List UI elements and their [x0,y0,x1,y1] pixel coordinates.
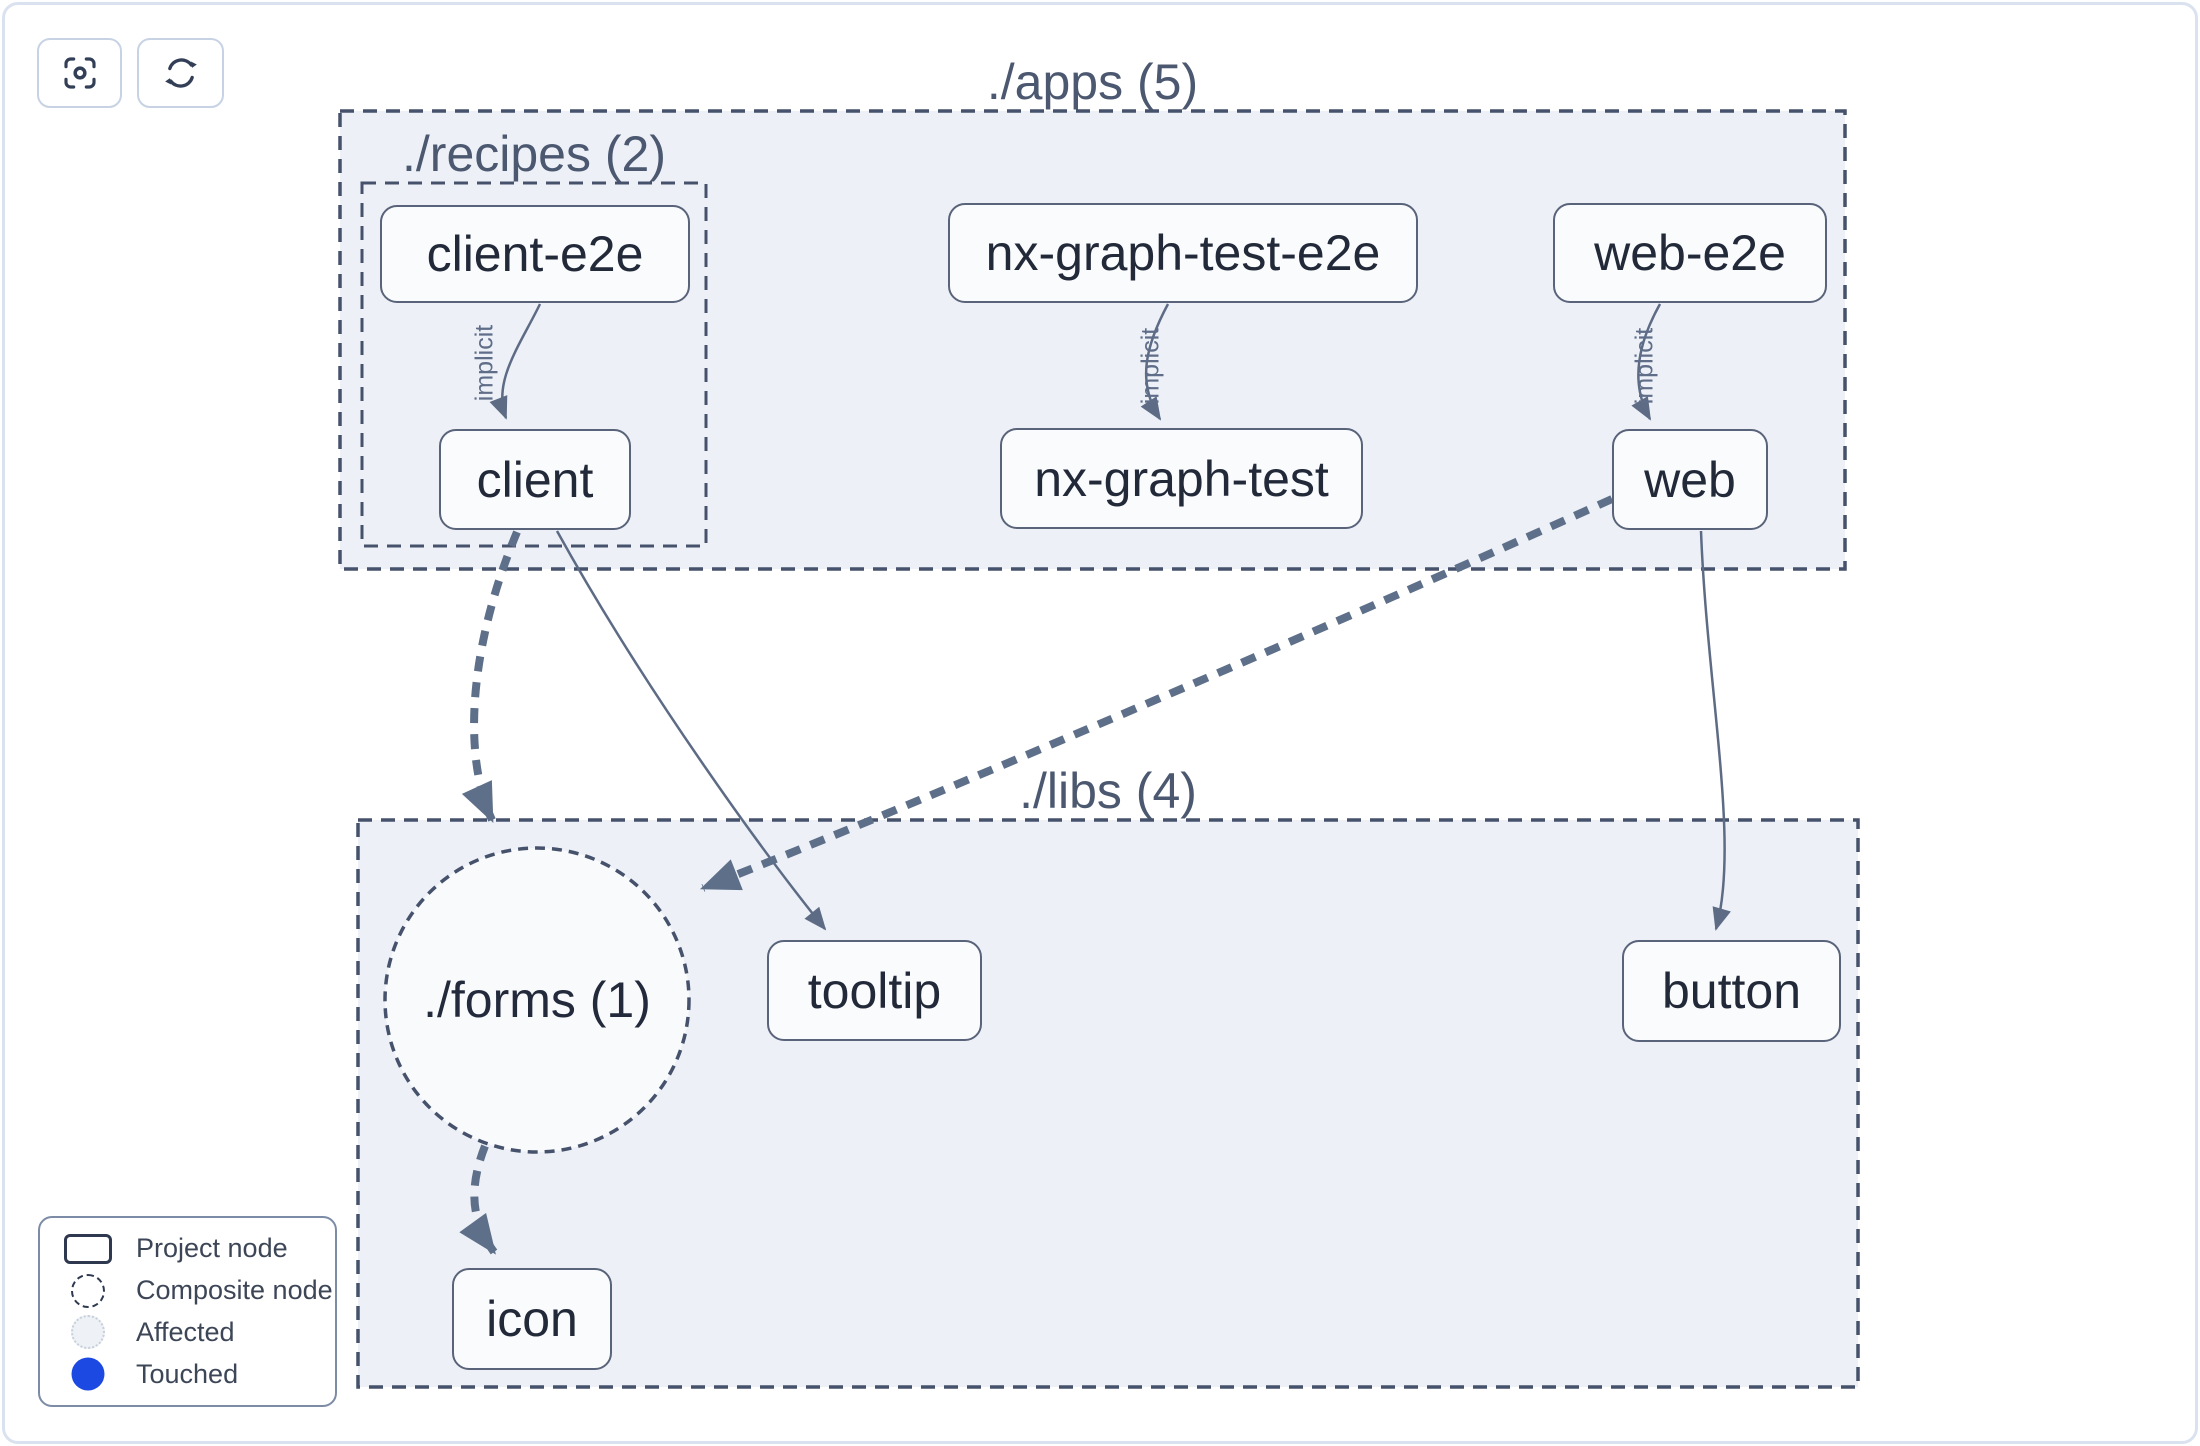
refresh-button[interactable] [137,38,224,108]
node-client-e2e[interactable]: client-e2e [380,205,690,303]
legend-label: Touched [136,1358,239,1389]
implicit-edge-label: implicit [1137,328,1165,404]
focus-button[interactable] [37,38,122,108]
node-icon[interactable]: icon [452,1268,612,1370]
group-label-apps: ./apps (5) [986,54,1199,110]
edge-web-e2e-to-web[interactable] [1631,303,1662,421]
implicit-edge-label: implicit [471,325,499,401]
legend-label: Affected [136,1316,235,1347]
group-label-forms: ./forms (1) [423,972,651,1028]
edge-client-to-forms[interactable] [461,530,521,824]
legend-row-affected: Affected [40,1312,335,1352]
node-nx-graph-test[interactable]: nx-graph-test [1000,428,1363,529]
legend-row-touched: Touched [40,1354,335,1394]
node-nx-graph-test-e2e[interactable]: nx-graph-test-e2e [948,203,1418,303]
crosshair-focus-icon [63,57,96,89]
edge-web-to-forms[interactable] [699,495,1614,892]
composite-node-forms[interactable] [383,846,691,1154]
group-label-libs: ./libs (4) [1019,763,1197,819]
edge-nx-graph-test-e2e-to-nx-graph-test[interactable] [1140,303,1170,421]
affected-swatch [71,1315,105,1350]
node-web[interactable]: web [1612,429,1768,530]
group-label-recipes: ./recipes (2) [402,126,666,182]
edge-web-to-button[interactable] [1699,530,1731,931]
edge-client-to-tooltip[interactable] [555,530,827,931]
touched-swatch [71,1357,105,1391]
node-client[interactable]: client [439,429,631,530]
group-recipes[interactable] [360,181,708,548]
node-button[interactable]: button [1622,940,1841,1042]
edge-client-e2e-to-client[interactable] [489,303,542,420]
node-web-e2e[interactable]: web-e2e [1553,203,1827,303]
legend-row-project-node: Project node [40,1229,335,1269]
edge-forms-to-icon[interactable] [459,1144,498,1255]
composite-node-swatch [71,1273,105,1308]
refresh-icon [164,58,197,88]
legend-label: Composite node [136,1275,333,1306]
legend-label: Project node [136,1233,288,1264]
node-tooltip[interactable]: tooltip [767,940,982,1041]
legend-row-composite-node: Composite node [40,1271,335,1311]
legend: Project node Composite node Affected Tou… [38,1216,337,1407]
project-node-swatch [64,1233,112,1264]
implicit-edge-label: implicit [1631,328,1659,404]
